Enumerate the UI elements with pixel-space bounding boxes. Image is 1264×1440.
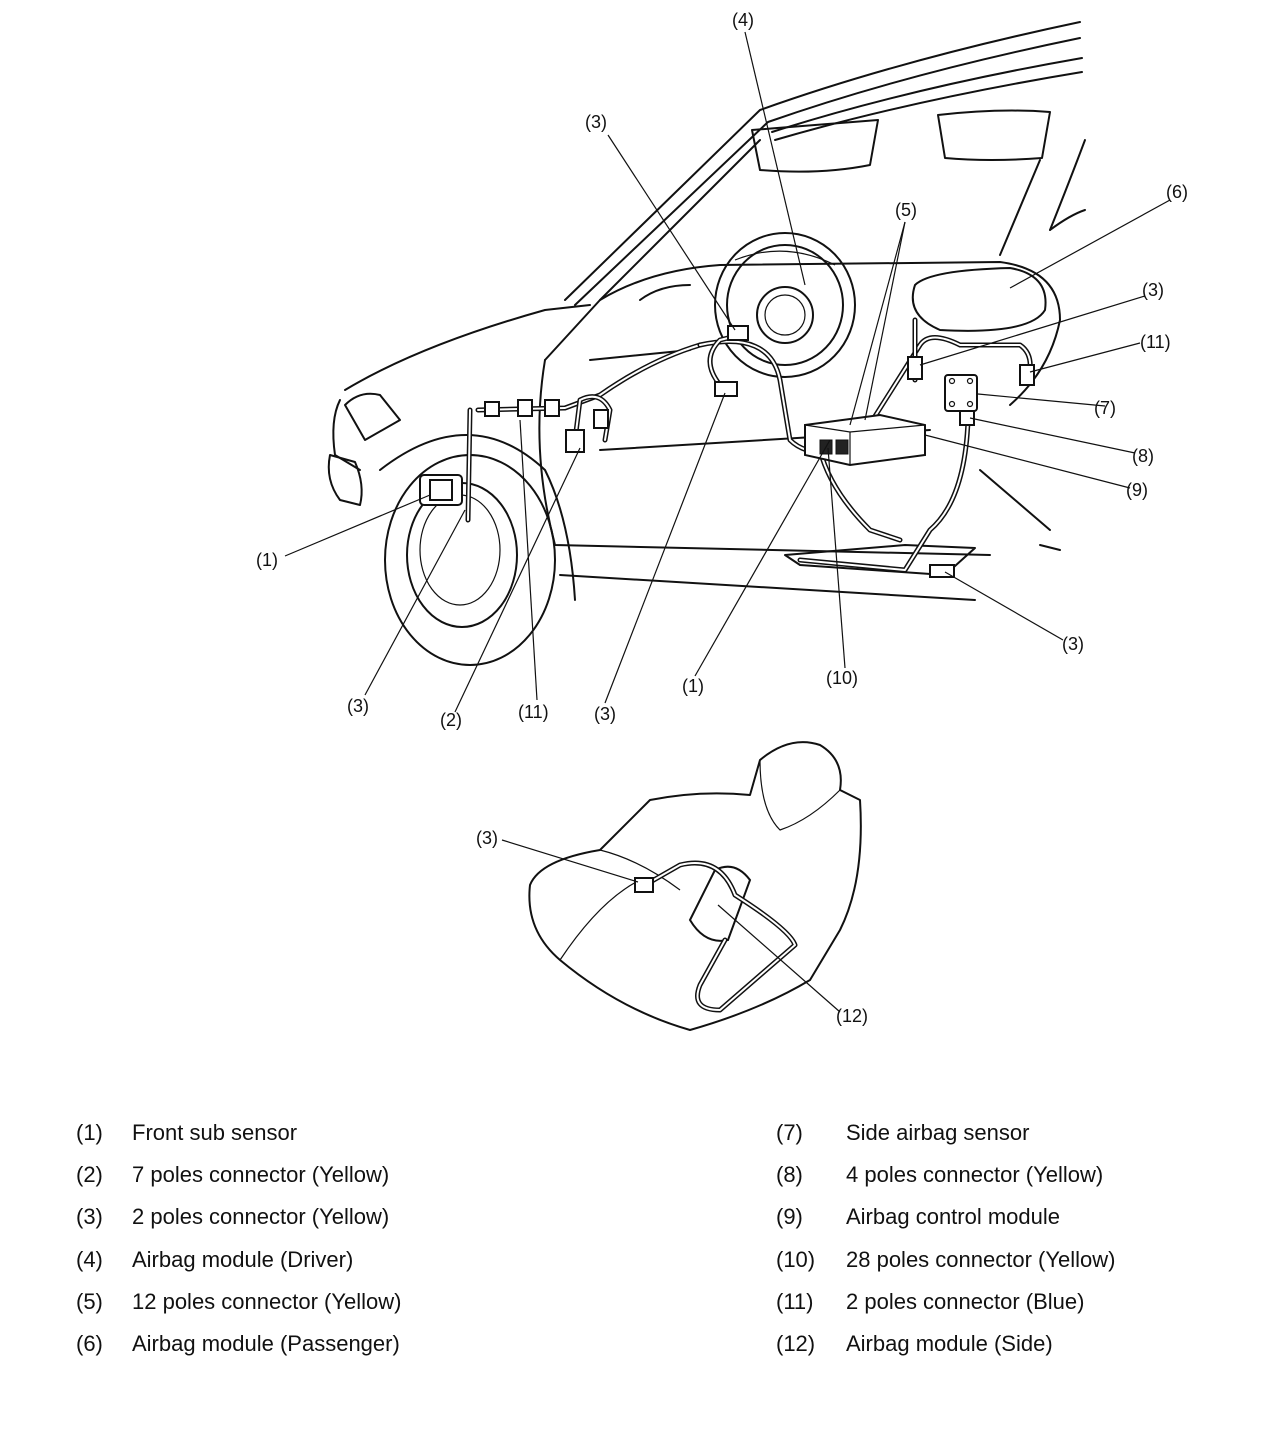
legend-number: (9) bbox=[776, 1204, 803, 1230]
parts-legend: (1) Front sub sensor (2) 7 poles connector… bbox=[0, 1112, 1264, 1392]
callout-3: (3) bbox=[585, 112, 607, 132]
legend-item: (11) 2 poles connector (Blue) bbox=[776, 1281, 1115, 1323]
legend-item: (2) 7 poles connector (Yellow) bbox=[76, 1154, 401, 1196]
legend-number: (3) bbox=[76, 1204, 103, 1230]
legend-item: (4) Airbag module (Driver) bbox=[76, 1239, 401, 1281]
legend-label: 2 poles connector (Blue) bbox=[846, 1288, 1085, 1314]
callout-10: (10) bbox=[826, 668, 858, 688]
callout-3: (3) bbox=[347, 696, 369, 716]
callout-1: (1) bbox=[682, 676, 704, 696]
legend-item: (1) Front sub sensor bbox=[76, 1112, 401, 1154]
legend-column-right: (7) Side airbag sensor (8) 4 poles connect… bbox=[776, 1112, 1115, 1365]
callout-8: (8) bbox=[1132, 446, 1154, 466]
legend-label: 7 poles connector (Yellow) bbox=[132, 1162, 390, 1188]
legend-label: 12 poles connector (Yellow) bbox=[132, 1288, 402, 1314]
legend-item: (3) 2 poles connector (Yellow) bbox=[76, 1196, 401, 1238]
callout-2: (2) bbox=[440, 710, 462, 730]
callout-11: (11) bbox=[1140, 332, 1171, 352]
legend-number: (12) bbox=[776, 1331, 816, 1357]
callout-5: (5) bbox=[895, 200, 917, 220]
legend-label: Front sub sensor bbox=[132, 1120, 298, 1146]
callout-1: (1) bbox=[256, 550, 278, 570]
legend-item: (10) 28 poles connector (Yellow) bbox=[776, 1239, 1115, 1281]
legend-number: (11) bbox=[776, 1288, 814, 1314]
legend-label: Side airbag sensor bbox=[846, 1120, 1030, 1146]
legend-number: (6) bbox=[76, 1331, 103, 1357]
vehicle-body bbox=[327, 21, 1086, 666]
side-airbag-module bbox=[688, 865, 752, 942]
airbag-system-diagram: (1) (1) (2) (3) (3) (3) (3) (3) (3) (4) … bbox=[256, 10, 1188, 1031]
passenger-airbag-module bbox=[911, 266, 1047, 332]
legend-column-left: (1) Front sub sensor (2) 7 poles connector… bbox=[76, 1112, 401, 1365]
callout-9: (9) bbox=[1126, 480, 1148, 500]
legend-item: (9) Airbag control module bbox=[776, 1196, 1115, 1238]
callout-3: (3) bbox=[1142, 280, 1164, 300]
legend-item: (12) Airbag module (Side) bbox=[776, 1323, 1115, 1365]
legend-number: (4) bbox=[76, 1246, 103, 1272]
legend-item: (5) 12 poles connector (Yellow) bbox=[76, 1281, 401, 1323]
callout-7: (7) bbox=[1094, 398, 1116, 418]
legend-label: 2 poles connector (Yellow) bbox=[132, 1204, 390, 1230]
callout-4: (4) bbox=[732, 10, 754, 30]
legend-label: 4 poles connector (Yellow) bbox=[846, 1162, 1104, 1188]
legend-number: (1) bbox=[76, 1120, 103, 1146]
legend-number: (10) bbox=[776, 1246, 816, 1272]
callout-3: (3) bbox=[594, 704, 616, 724]
callout-6: (6) bbox=[1166, 182, 1188, 202]
legend-label: 28 poles connector (Yellow) bbox=[846, 1246, 1116, 1272]
leader-lines bbox=[284, 31, 1171, 1013]
legend-item: (7) Side airbag sensor bbox=[776, 1112, 1115, 1154]
legend-label: Airbag control module bbox=[846, 1204, 1061, 1230]
legend-number: (5) bbox=[76, 1288, 103, 1314]
steering-wheel-airbag-driver bbox=[714, 232, 856, 378]
wiring-harness bbox=[465, 317, 1033, 573]
legend-item: (6) Airbag module (Passenger) bbox=[76, 1323, 401, 1365]
legend-label: Airbag module (Side) bbox=[846, 1331, 1053, 1357]
components bbox=[419, 325, 1035, 578]
callout-11: (11) bbox=[518, 702, 549, 722]
legend-number: (7) bbox=[776, 1120, 803, 1146]
seat-with-side-airbag bbox=[528, 741, 862, 1031]
legend-label: Airbag module (Passenger) bbox=[132, 1331, 400, 1357]
callout-labels: (1) (1) (2) (3) (3) (3) (3) (3) (3) (4) … bbox=[256, 10, 1188, 1026]
legend-number: (2) bbox=[76, 1162, 103, 1188]
legend-number: (8) bbox=[776, 1162, 803, 1188]
callout-3: (3) bbox=[476, 828, 498, 848]
legend-label: Airbag module (Driver) bbox=[132, 1246, 354, 1272]
callout-3: (3) bbox=[1062, 634, 1084, 654]
legend-item: (8) 4 poles connector (Yellow) bbox=[776, 1154, 1115, 1196]
callout-12: (12) bbox=[836, 1006, 868, 1026]
